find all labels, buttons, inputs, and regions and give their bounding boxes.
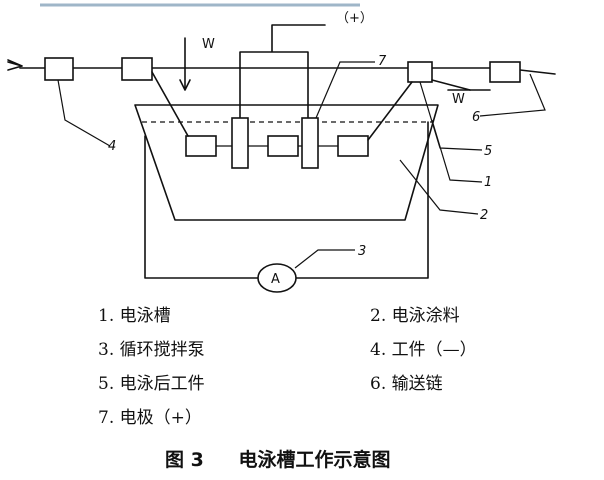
figure-caption: 图 3 电泳槽工作示意图 [165,445,390,472]
electrode-left [231,117,249,169]
conveyor-dip-left [151,71,189,137]
legend-item-2: 2. 电泳涂料 [370,306,460,326]
legend-item-5: 5. 电泳后工件 [98,374,205,394]
w-arrowhead-icon [179,79,191,91]
legend-item-6: 6. 输送链 [370,374,443,394]
w-top-label: W [202,37,215,52]
leader-line-2 [399,159,479,215]
workpiece-box-2 [121,57,153,81]
pump-gauge-label: A [271,272,280,287]
legend-item-4: 4. 工件（—） [370,340,477,360]
legend-text: 电泳后工件 [119,374,205,394]
conveyor-dip-right [367,81,413,141]
exit-path-line [431,79,471,91]
workpiece-box-1 [44,57,74,81]
legend-num: 1. [98,306,115,326]
electrode-right [301,117,319,169]
leader-line-4 [57,79,111,147]
legend-num: 6. [370,374,387,394]
electrode-connector [239,24,326,121]
legend-text: 电泳涂料 [391,306,460,326]
workpiece-in-tank-middle [267,135,299,157]
legend-text: 循环搅拌泵 [119,340,205,360]
incoming-arrow-icon [7,59,23,71]
pump-gauge [257,263,297,293]
leader-line-1 [431,119,483,183]
legend-num: 2. [370,306,387,326]
workpiece-in-tank-right [337,135,369,157]
w-right-label: W [452,92,465,107]
circulation-pipe [144,121,429,279]
label-4: 4 [108,139,116,154]
legend-item-7: 7. 电极（+） [98,408,202,428]
workpiece-box-3 [407,61,433,83]
leader-line-7 [315,61,375,119]
label-5: 5 [484,144,492,159]
tank-outline [134,104,439,221]
legend-text: 输送链 [391,374,443,394]
legend-text: 工件（—） [391,340,477,360]
label-7: 7 [378,54,387,69]
workpiece-in-tank-left [185,135,217,157]
legend-text: 电极（+） [119,408,202,428]
legend-text: 电泳槽 [119,306,171,326]
label-2: 2 [480,208,488,223]
label-6: 6 [472,110,480,125]
legend-num: 5. [98,374,115,394]
leader-line-3 [294,249,355,269]
label-3: 3 [358,244,366,259]
electrophoresis-tank-diagram: W W （+） A 4 7 6 5 1 2 3 [7,3,556,293]
plus-label: （+） [336,11,373,26]
legend-num: 4. [370,340,387,360]
legend-num: 3. [98,340,115,360]
leader-line-6 [479,73,546,117]
figure-title: 电泳槽工作示意图 [238,449,391,471]
label-1: 1 [484,175,492,190]
figure-number: 图 3 [165,449,204,471]
legend-item-3: 3. 循环搅拌泵 [98,340,205,360]
legend-num: 7. [98,408,115,428]
conveyor-chain-line [19,67,556,75]
legend-item-1: 1. 电泳槽 [98,306,171,326]
workpiece-box-4 [489,61,521,83]
